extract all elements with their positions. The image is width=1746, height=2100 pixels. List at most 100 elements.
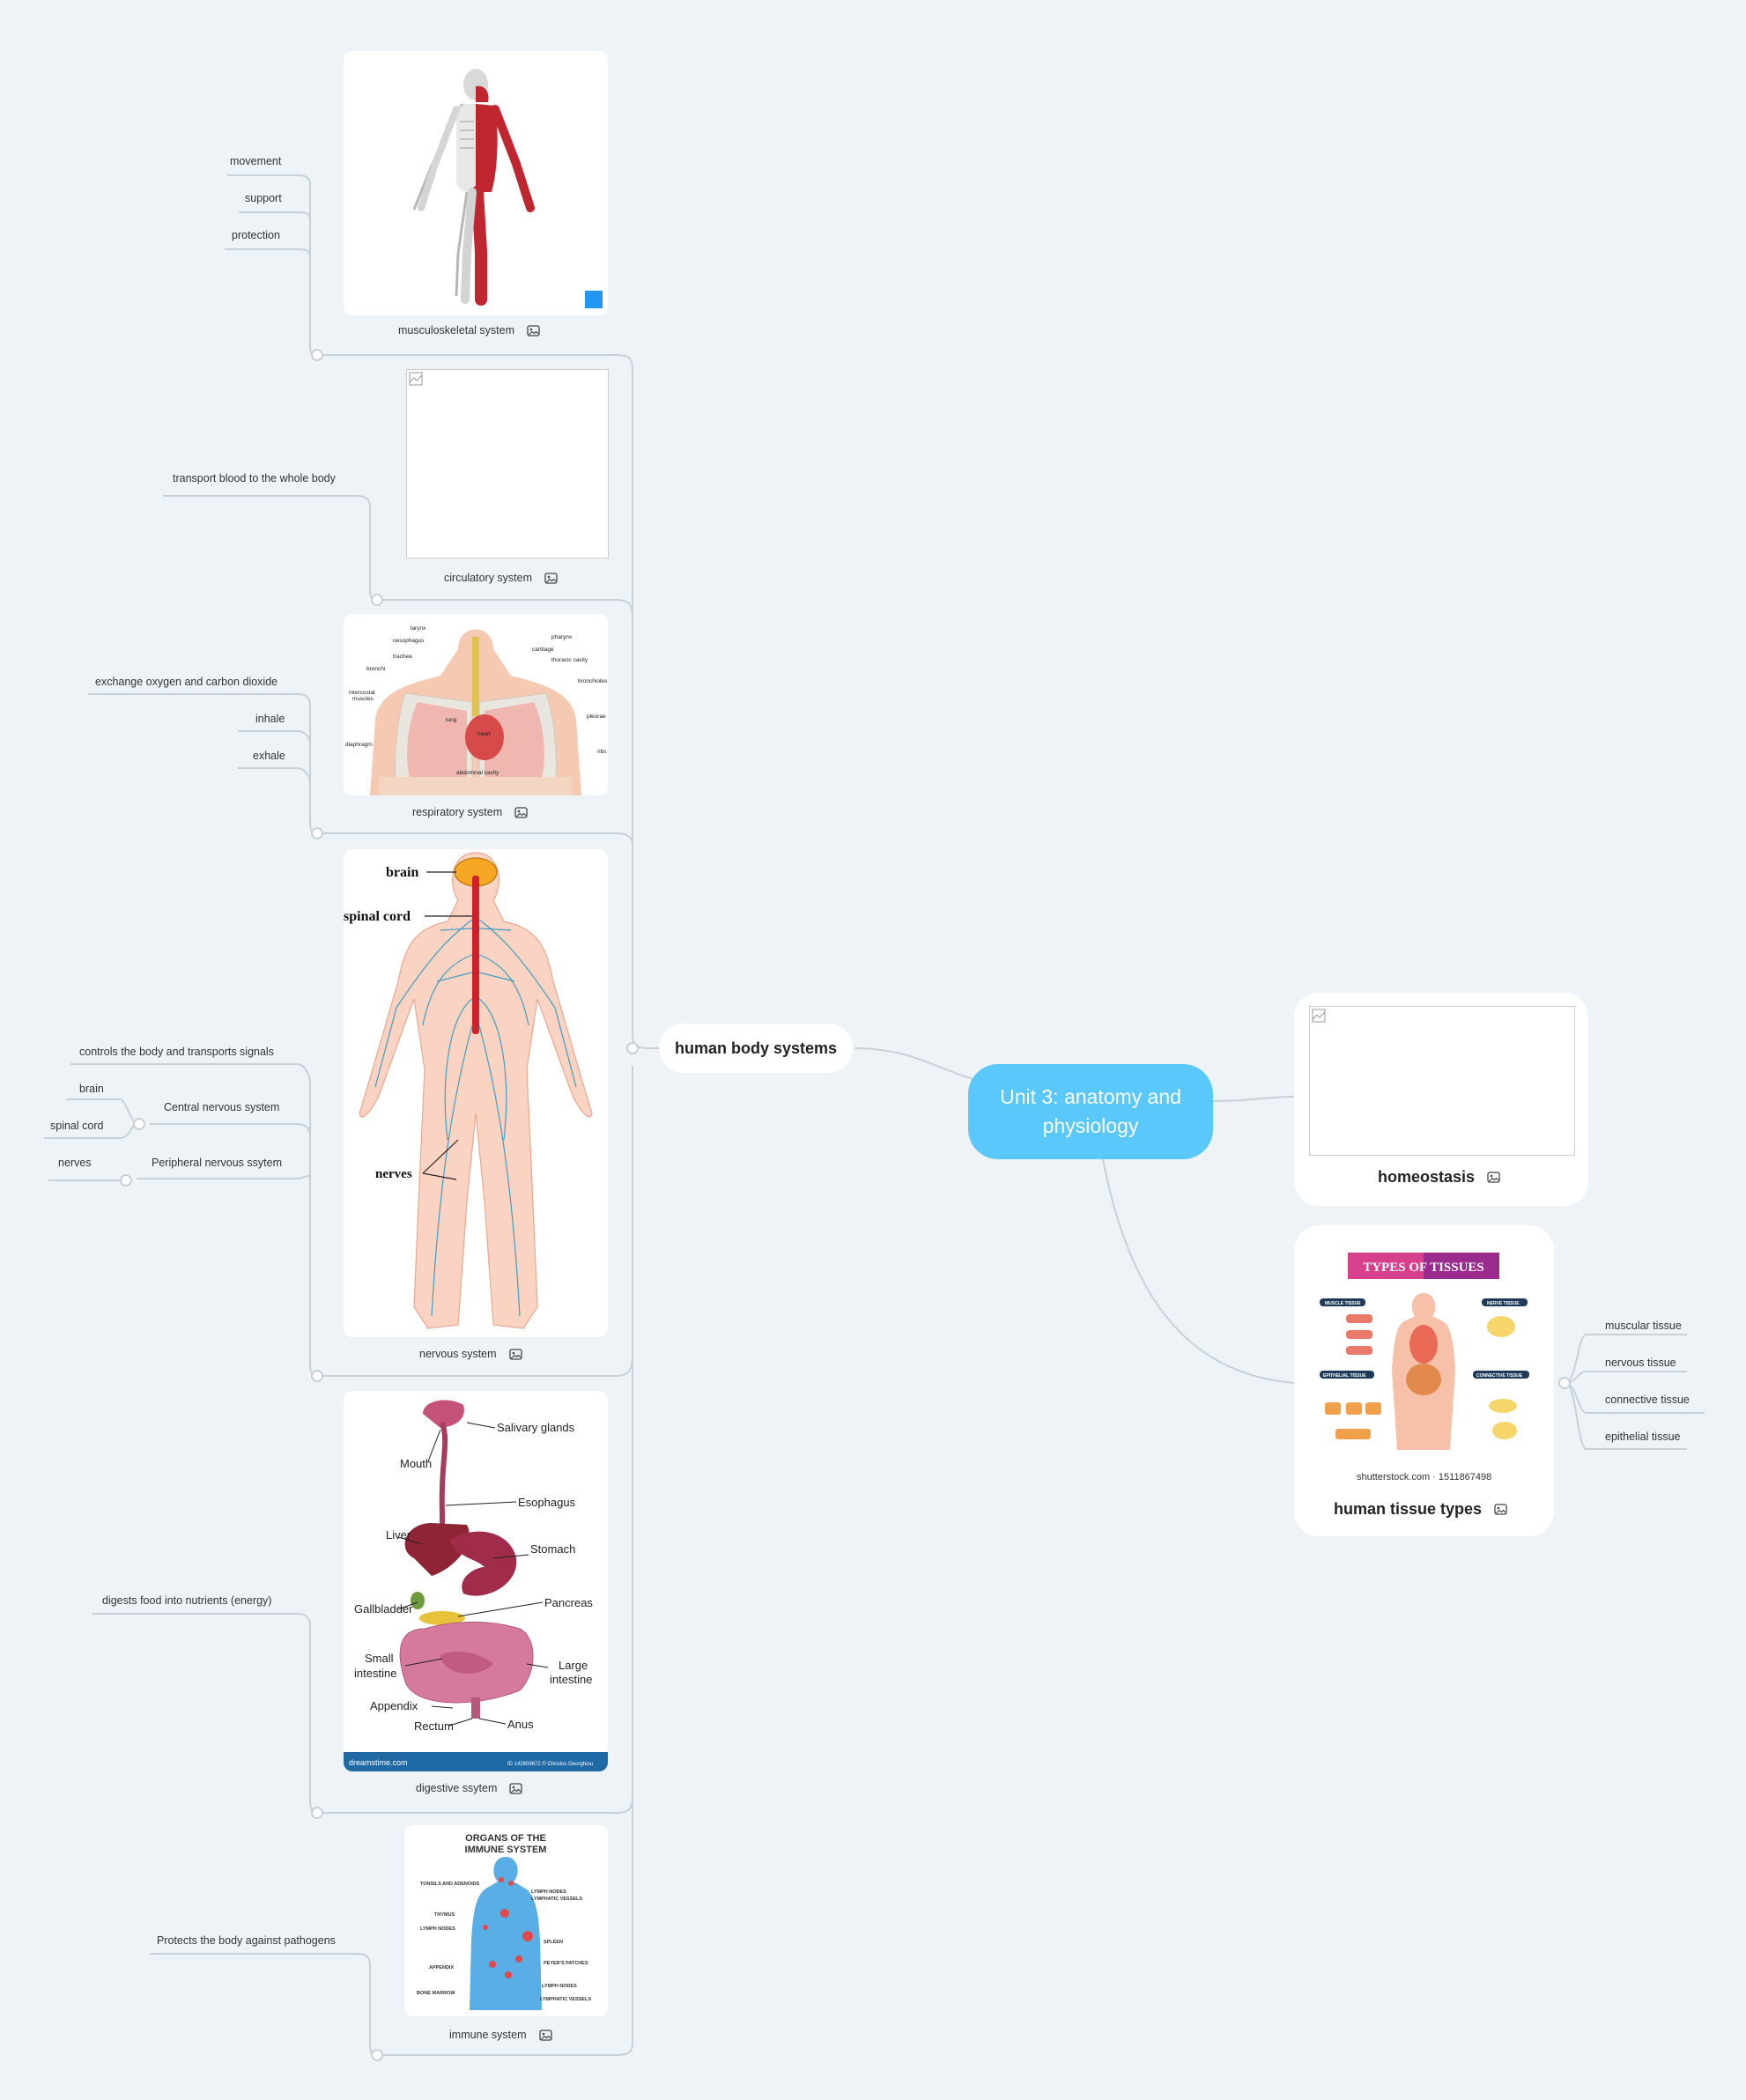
image-icon: [1487, 1172, 1500, 1183]
leaf-movement[interactable]: movement: [230, 155, 282, 167]
image-icon: [514, 806, 528, 818]
leaf-protects-pathogens[interactable]: Protects the body against pathogens: [157, 1934, 336, 1947]
resp-label-larynx: larynx: [411, 625, 426, 632]
dig-label-salivary: Salivary glands: [497, 1421, 575, 1434]
resp-label-muscles: muscles: [352, 696, 374, 702]
respiratory-caption-text: respiratory system: [412, 806, 503, 818]
resp-label-lung: lung: [446, 717, 457, 723]
resp-label-cartilage: cartilage: [532, 647, 554, 653]
resp-label-pleurae: pleurae: [587, 714, 606, 720]
tissues-banner: TYPES OF TISSUES: [1363, 1261, 1484, 1275]
digestive-caption[interactable]: digestive ssytem: [416, 1782, 523, 1794]
respiratory-illustration: larynx oesophagus trachea bronchi interc…: [345, 625, 608, 795]
nervous-illustration: brain spinal cord nerves: [344, 852, 593, 1329]
leaf-inhale[interactable]: inhale: [255, 713, 285, 725]
digestive-illustration: Salivary glands Mouth Esophagus Liver St…: [344, 1400, 608, 1771]
immune-label-lymph-vessels-2: LYMPHATIC VESSELS: [540, 1997, 591, 2002]
immune-title-line2: IMMUNE SYSTEM: [465, 1845, 547, 1855]
leaf-connective-tissue[interactable]: connective tissue: [1605, 1394, 1690, 1406]
immune-title-line1: ORGANS OF THE: [465, 1833, 546, 1844]
leaf-support[interactable]: support: [245, 192, 282, 204]
homeostasis-caption[interactable]: homeostasis: [1378, 1168, 1500, 1187]
tissues-image[interactable]: TYPES OF TISSUES MUSCLE TISSUE NERVE TIS…: [1311, 1247, 1536, 1453]
leaf-controls-body[interactable]: controls the body and transports signals: [79, 1046, 274, 1058]
tissues-label-epithelial: EPITHELIAL TISSUE: [1323, 1373, 1366, 1379]
leaf-protection[interactable]: protection: [232, 229, 280, 241]
leaf-central-nervous[interactable]: Central nervous system: [164, 1101, 280, 1113]
immune-label-spleen: SPLEEN: [544, 1940, 563, 1945]
human-body-systems-label: human body systems: [674, 1039, 838, 1057]
respiratory-caption[interactable]: respiratory system: [412, 806, 528, 818]
dig-label-stomach: Stomach: [530, 1542, 575, 1556]
immune-label-lymph-nodes-3: LYMPH NODES: [542, 1984, 577, 1989]
circulatory-image[interactable]: [406, 369, 609, 558]
leaf-digests-food[interactable]: digests food into nutrients (energy): [102, 1594, 272, 1607]
leaf-nerves[interactable]: nerves: [58, 1157, 92, 1169]
dig-label-pancreas: Pancreas: [544, 1596, 593, 1609]
image-icon: [527, 324, 540, 336]
root-title-line2: physiology: [1042, 1114, 1139, 1137]
leaf-peripheral-nervous[interactable]: Peripheral nervous ssytem: [152, 1157, 282, 1169]
respiratory-image[interactable]: larynx oesophagus trachea bronchi interc…: [344, 614, 608, 795]
root-topic[interactable]: Unit 3: anatomy and physiology: [968, 1064, 1213, 1159]
homeostasis-image[interactable]: [1309, 1006, 1575, 1156]
immune-label-appendix: APPENDIX: [429, 1965, 454, 1971]
nervous-image[interactable]: brain spinal cord nerves: [344, 849, 608, 1337]
tissues-label-muscle: MUSCLE TISSUE: [1325, 1301, 1361, 1306]
image-icon: [509, 1782, 523, 1794]
leaf-spinal-cord[interactable]: spinal cord: [50, 1120, 104, 1132]
nervous-label-spinal-cord: spinal cord: [344, 909, 411, 924]
tissues-caption[interactable]: human tissue types: [1334, 1500, 1507, 1519]
tissues-illustration: TYPES OF TISSUES MUSCLE TISSUE NERVE TIS…: [1320, 1253, 1529, 1450]
leaf-exchange-gases[interactable]: exchange oxygen and carbon dioxide: [95, 676, 278, 688]
musculoskeletal-caption[interactable]: musculoskeletal system: [398, 324, 540, 336]
human-body-systems-topic[interactable]: human body systems: [659, 1024, 853, 1073]
leaf-brain[interactable]: brain: [79, 1083, 104, 1095]
digestive-caption-text: digestive ssytem: [416, 1782, 498, 1794]
resp-label-bronchi: bronchi: [366, 666, 385, 672]
immune-label-tonsils: TONSILS AND ADENOIDS: [420, 1882, 480, 1887]
root-title-line1: Unit 3: anatomy and: [1000, 1085, 1181, 1108]
image-icon: [508, 1348, 522, 1360]
musculoskeletal-caption-text: musculoskeletal system: [398, 324, 514, 336]
dig-label-large-intestine: intestine: [550, 1673, 592, 1686]
immune-caption[interactable]: immune system: [449, 2029, 552, 2041]
immune-caption-text: immune system: [449, 2029, 527, 2041]
immune-label-lymph-vessels-1: LYMPHATIC VESSELS: [531, 1897, 582, 1902]
leaf-muscular-tissue[interactable]: muscular tissue: [1605, 1320, 1682, 1332]
dig-label-liver: Liver: [386, 1528, 411, 1542]
immune-label-peyers: PEYER'S PATCHES: [544, 1961, 588, 1966]
image-icon: [1494, 1504, 1507, 1515]
leaf-exhale[interactable]: exhale: [253, 750, 285, 762]
immune-image[interactable]: ORGANS OF THE IMMUNE SYSTEM TONSILS AND …: [404, 1825, 608, 2016]
immune-label-thymus: THYMUS: [434, 1912, 455, 1918]
musculoskeletal-image[interactable]: [344, 51, 608, 315]
resp-label-diaphragm: diaphragm: [345, 742, 373, 748]
leaf-transport-blood[interactable]: transport blood to the whole body: [173, 472, 336, 484]
leaf-epithelial-tissue[interactable]: epithelial tissue: [1605, 1431, 1681, 1443]
immune-illustration: ORGANS OF THE IMMUNE SYSTEM TONSILS AND …: [417, 1833, 591, 2010]
dig-label-appendix: Appendix: [370, 1699, 418, 1712]
circulatory-caption-text: circulatory system: [444, 572, 533, 584]
tissues-label-connective: CONNECTIVE TISSUE: [1476, 1373, 1523, 1379]
resp-label-trachea: trachea: [393, 654, 412, 660]
dig-footer-left: dreamstime.com: [349, 1758, 408, 1767]
dig-label-large: Large: [559, 1659, 588, 1672]
resp-label-thoracic: thoracic cavity: [551, 657, 588, 663]
leaf-nervous-tissue[interactable]: nervous tissue: [1605, 1357, 1676, 1369]
circulatory-caption[interactable]: circulatory system: [444, 572, 558, 584]
broken-image-icon: [1312, 1009, 1326, 1023]
digestive-image[interactable]: Salivary glands Mouth Esophagus Liver St…: [344, 1391, 608, 1771]
dig-label-small: Small: [365, 1652, 394, 1665]
resp-label-intercostal: intercostal: [349, 690, 375, 696]
image-icon: [544, 572, 558, 584]
broken-image-icon: [409, 372, 423, 386]
immune-label-lymph-nodes-1: LYMPH NODES: [531, 1889, 566, 1895]
tissues-label-nerve: NERVE TISSUE: [1487, 1301, 1520, 1306]
dig-footer-right: ID 142809672 © Christos Georghiou: [507, 1761, 593, 1767]
nervous-caption[interactable]: nervous system: [419, 1348, 522, 1360]
nervous-caption-text: nervous system: [419, 1348, 497, 1360]
dig-label-anus: Anus: [507, 1718, 534, 1731]
resp-label-pharynx: pharynx: [551, 634, 573, 640]
